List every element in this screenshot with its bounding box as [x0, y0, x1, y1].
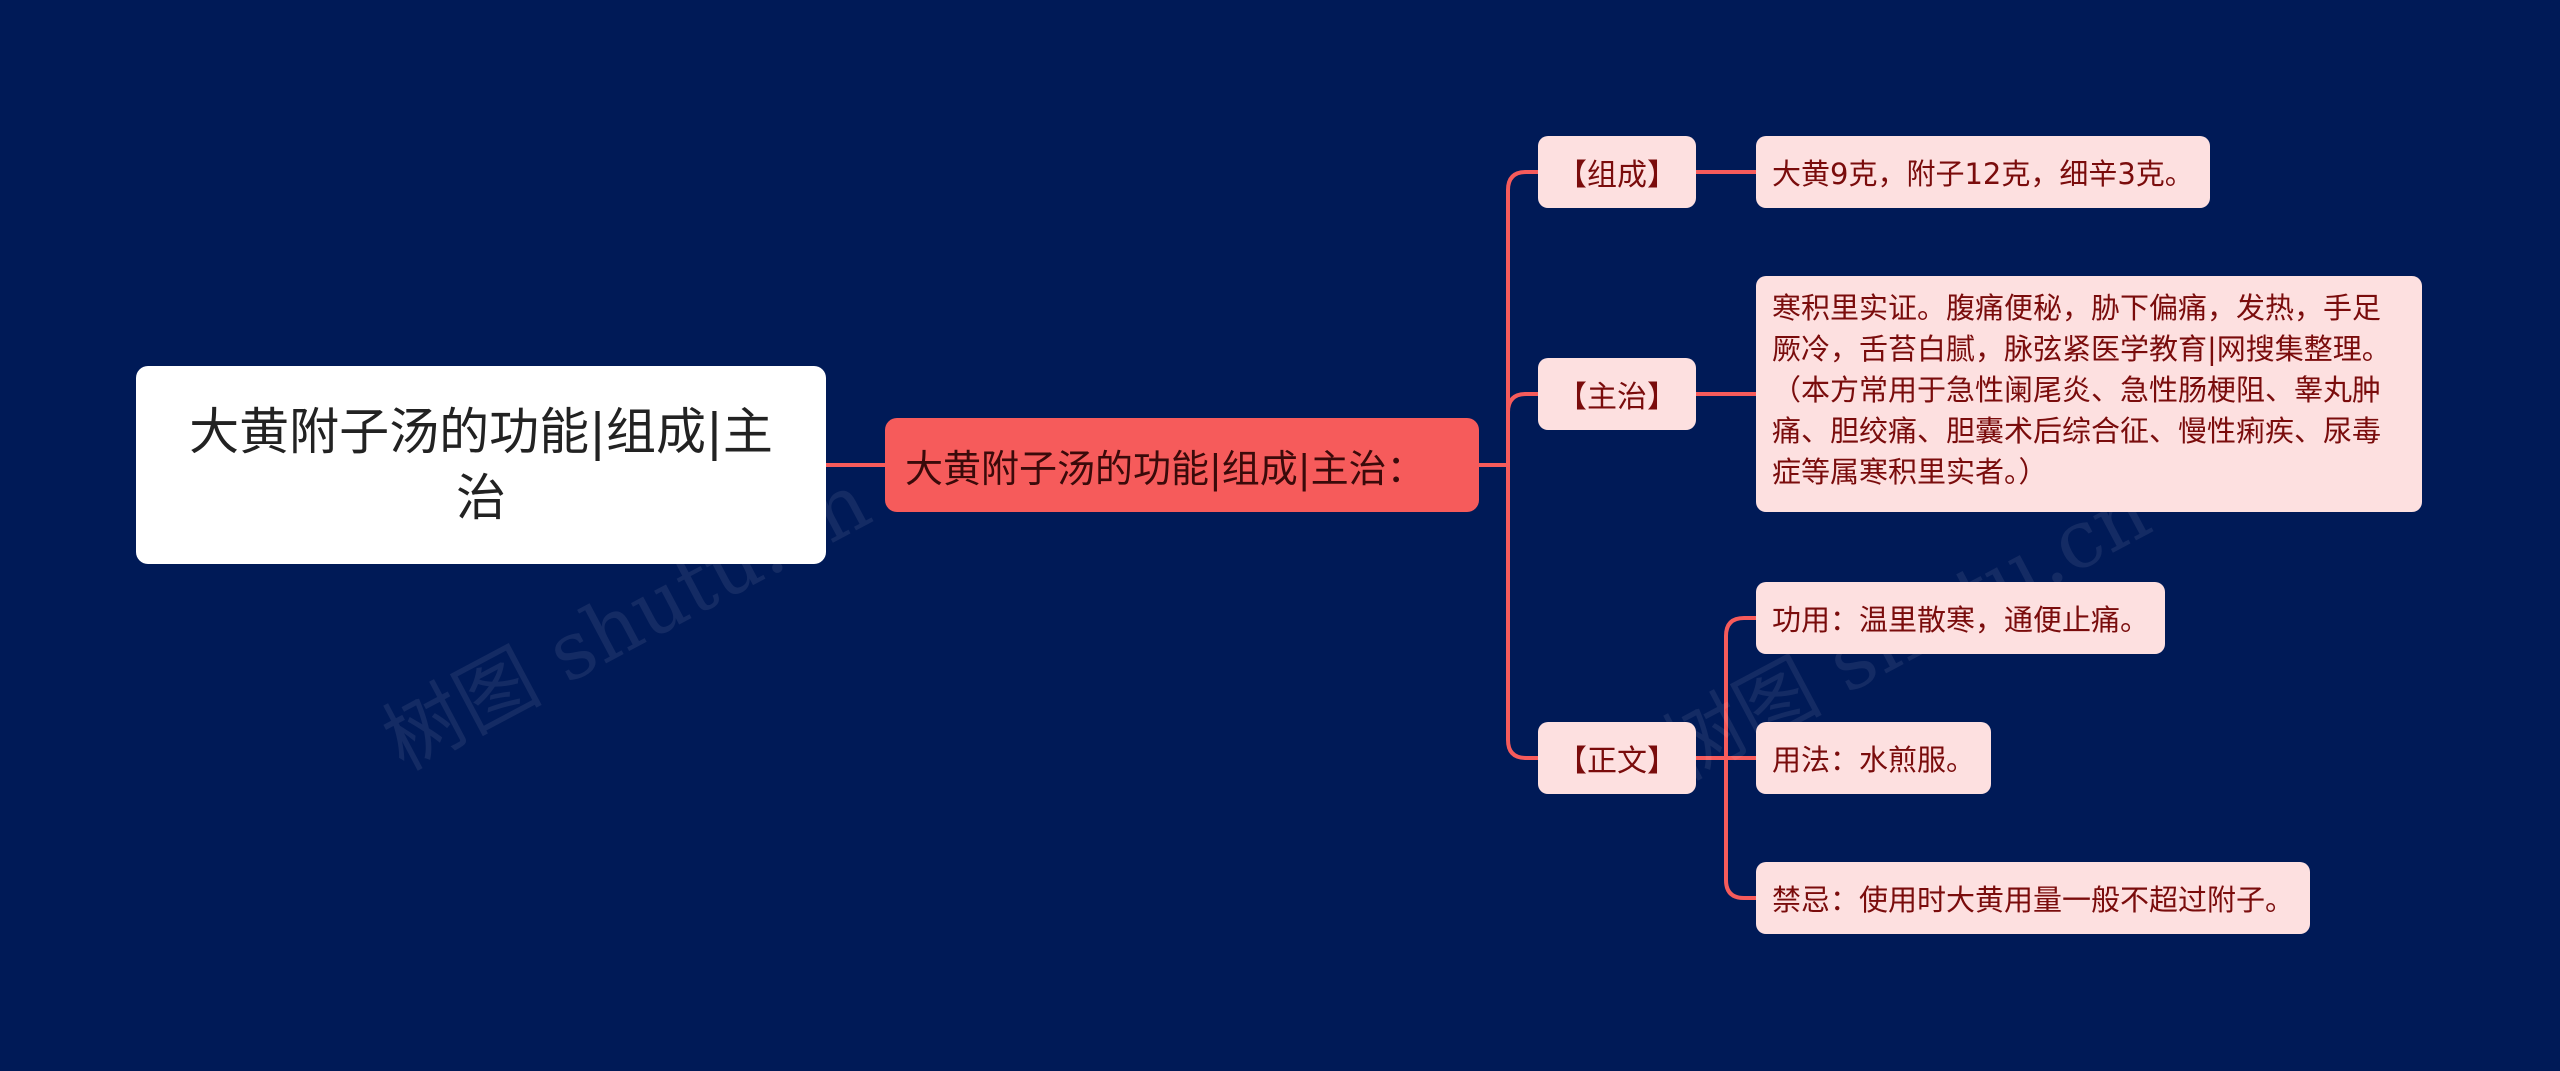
connector-text-leaf-function	[1724, 616, 1756, 758]
central-topic-node[interactable]: 大黄附子汤的功能|组成|主治：	[885, 418, 1479, 512]
branch-label-indications: 【主治】	[1557, 380, 1677, 415]
branch-node-composition[interactable]: 【组成】	[1538, 136, 1696, 208]
branch-label-text: 【正文】	[1557, 744, 1677, 779]
leaf-text-caution: 禁忌：使用时大黄用量一般不超过附子。	[1772, 883, 2295, 917]
leaf-node-function[interactable]: 功用：温里散寒，通便止痛。	[1756, 582, 2166, 654]
branch-node-indications[interactable]: 【主治】	[1538, 358, 1696, 430]
root-topic-label: 大黄附子汤的功能|组成|主治	[189, 403, 773, 527]
connector-center-branch-indications	[1506, 392, 1538, 465]
leaf-node-composition[interactable]: 大黄9克，附子12克，细辛3克。	[1756, 136, 2210, 208]
central-topic-label: 大黄附子汤的功能|组成|主治：	[905, 446, 1425, 491]
leaf-text-function: 功用：温里散寒，通便止痛。	[1772, 603, 2150, 637]
connector-text-leaf-caution	[1724, 758, 1756, 900]
leaf-text-usage: 用法：水煎服。	[1772, 743, 1976, 777]
root-topic-node[interactable]: 大黄附子汤的功能|组成|主治	[136, 366, 826, 564]
connector-center-branch-composition	[1506, 170, 1538, 465]
leaf-node-indications[interactable]: 寒积里实证。腹痛便秘，胁下偏痛，发热，手足厥冷，舌苔白腻，脉弦紧医学教育|网搜集…	[1756, 276, 2422, 512]
leaf-node-usage[interactable]: 用法：水煎服。	[1756, 722, 1992, 794]
branch-node-text[interactable]: 【正文】	[1538, 722, 1696, 794]
leaf-node-caution[interactable]: 禁忌：使用时大黄用量一般不超过附子。	[1756, 862, 2311, 934]
connector-center-branch-text	[1506, 465, 1538, 760]
leaf-text-indications: 寒积里实证。腹痛便秘，胁下偏痛，发热，手足厥冷，舌苔白腻，脉弦紧医学教育|网搜集…	[1772, 291, 2391, 489]
leaf-text-composition: 大黄9克，附子12克，细辛3克。	[1772, 157, 2194, 191]
branch-label-composition: 【组成】	[1557, 158, 1677, 193]
